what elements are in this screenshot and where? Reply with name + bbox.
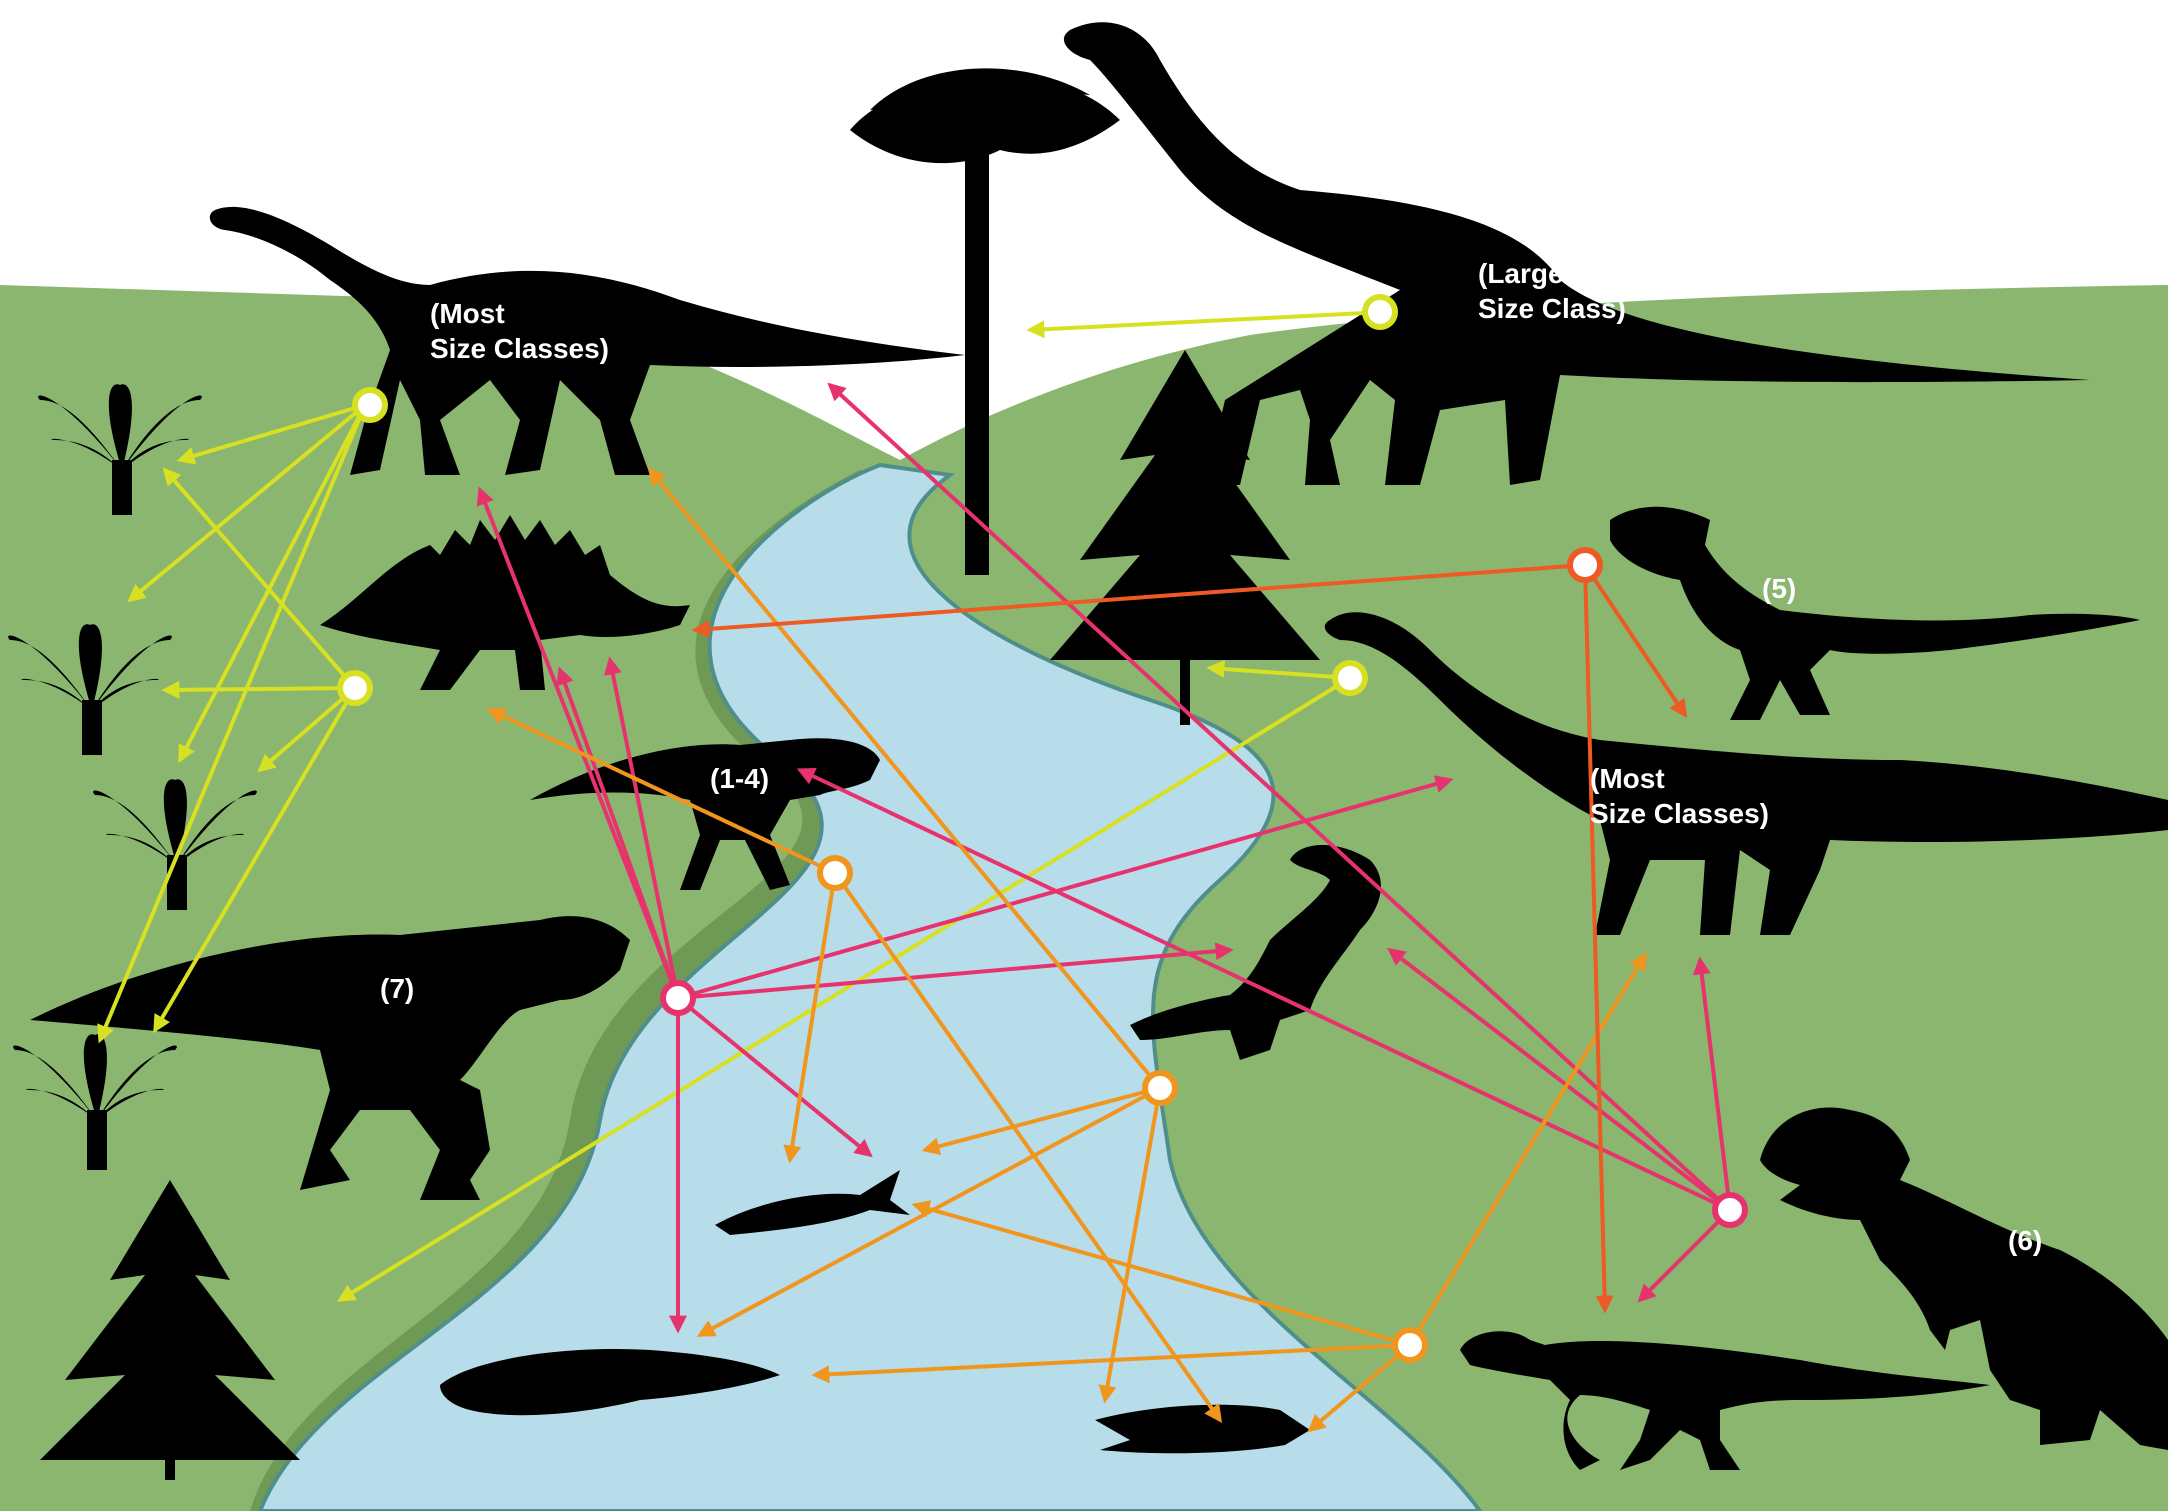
tyrannosaur-1-4-silhouette [530,738,880,890]
river-bank-shadow [250,470,905,1511]
titanosaur-label-line2: Size Classes) [430,333,609,364]
node-carcharodontosaur [1567,547,1603,583]
labels: (Most Size Classes) (Largest Size Class)… [380,258,2042,1256]
node-brachiosaur [1362,294,1398,330]
theropod-5-label: (5) [1762,573,1796,604]
titanosaur-label-line1: (Most [430,298,505,329]
brachiosaur-label-line2: Size Class) [1478,293,1626,324]
stegosaur-silhouette [320,515,690,690]
cycad-plant-4 [13,1034,177,1170]
orange-arrows [486,467,1647,1433]
crocodyliform-silhouette [1130,845,1381,1060]
arrow-nodes [337,294,1748,1363]
trophic-arrows [97,311,1732,1433]
titanosaur-silhouette [209,206,965,475]
conifer-tree-left [40,1180,300,1480]
plants [8,68,1320,1480]
red-orange-arrows [691,563,1687,1314]
allosaur-6-silhouette [1760,1107,2168,1450]
node-abelisaur [1392,1327,1428,1363]
node-diplodocid [1332,660,1368,696]
animals [30,22,2168,1470]
brachiosaur-label-line1: (Largest [1478,258,1588,289]
node-tyrannosaur-1-4 [817,855,853,891]
cycad-plant-2 [8,624,172,755]
yellow-arrows [97,311,1366,1302]
diplodocid-silhouette [1324,612,2168,935]
carcharodontosaur-5-silhouette [1610,506,2140,720]
theropod-1-4-label: (1-4) [710,763,769,794]
theropod-6-label: (6) [2008,1225,2042,1256]
node-tyrannosaur-7 [660,980,696,1016]
fish-large-silhouette [1095,1404,1310,1454]
node-stegosaur [337,670,373,706]
abelisaur-silhouette [1460,1331,1990,1470]
fish-small-silhouette [715,1170,910,1235]
cycad-plant-1 [38,384,202,515]
brachiosaur-silhouette [1063,22,2090,485]
conifer-tree-right [1050,350,1320,725]
node-crocodyliform [1142,1070,1178,1106]
node-titanosaur [352,387,388,423]
landscape [0,285,2168,1511]
araucaria-tree [850,68,1120,575]
pink-arrows [476,382,1732,1334]
theropod-7-label: (7) [380,973,414,1004]
lungfish-silhouette [440,1349,780,1416]
diplodocid-label-line2: Size Classes) [1590,798,1769,829]
diplodocid-label-line1: (Most [1590,763,1665,794]
node-allosaur [1712,1192,1748,1228]
